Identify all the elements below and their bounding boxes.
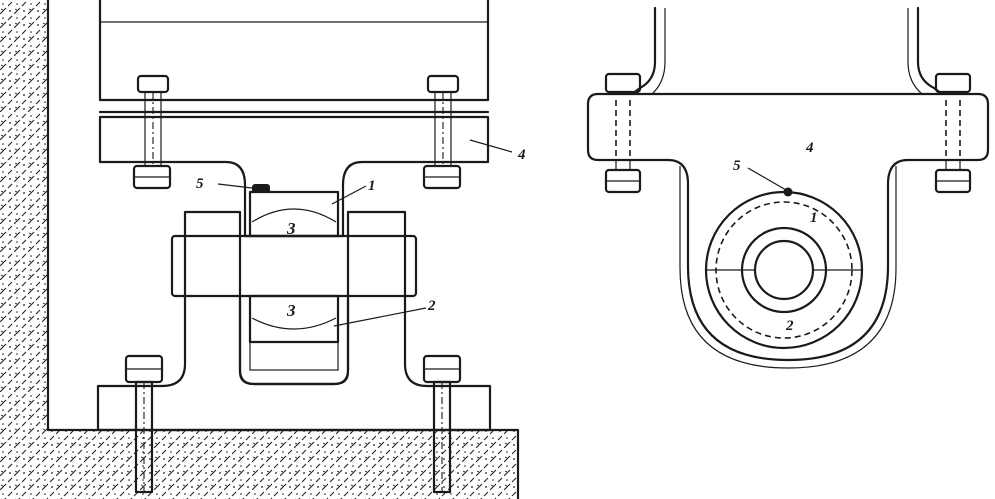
upper-beam: [98, 0, 490, 114]
nut-top-left: [604, 72, 642, 94]
label-part-3-top: 3: [286, 219, 296, 238]
label-part-4-left: 4: [517, 147, 526, 163]
label-part-2-left: 2: [427, 298, 436, 314]
bolt-hole-left: [615, 100, 631, 156]
label-part-1-right: 1: [810, 210, 818, 226]
nut-bottom-right: [934, 159, 972, 194]
left-leaders: [217, 139, 513, 327]
bracket-part-4: [586, 92, 990, 369]
anchor-bolt-left: [124, 354, 164, 494]
label-part-1-left: 1: [368, 178, 376, 194]
right-leaders: [747, 167, 787, 191]
bolt-hole-right: [945, 100, 961, 156]
weld-point-5: [252, 184, 270, 193]
upper-bolt-left: [132, 74, 172, 190]
upper-bolt-right: [422, 74, 462, 190]
label-part-5-right: 5: [733, 158, 741, 174]
beam-flanges: [630, 6, 944, 96]
label-part-5-left: 5: [196, 176, 204, 192]
nut-top-right: [934, 72, 972, 94]
label-part-4-right: 4: [805, 140, 814, 156]
anchor-bolt-right: [422, 354, 462, 494]
left-view: 5 1 3 3 2 4: [0, 0, 526, 499]
label-part-3-bottom: 3: [286, 301, 296, 320]
label-part-2-right: 2: [785, 318, 794, 334]
pipe-rings: [704, 190, 864, 350]
nut-bottom-left: [604, 159, 642, 194]
right-view: 4 5 1 2: [586, 6, 990, 369]
pipe-shaft: [170, 234, 418, 298]
lower-support: [96, 210, 492, 432]
wall: [0, 0, 520, 499]
